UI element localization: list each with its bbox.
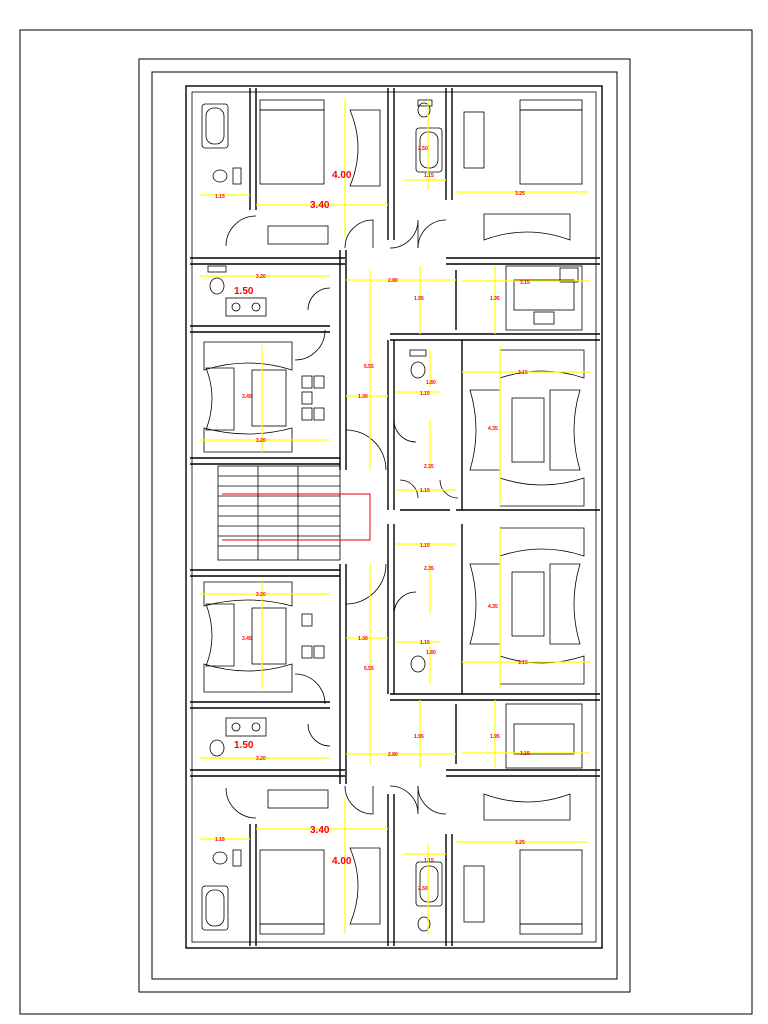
dim-corridor-width: 2.80 — [388, 278, 398, 284]
dim-bath-right-a: 2.50 — [418, 146, 428, 152]
dim-wc-height: 1.50 — [234, 286, 254, 297]
dim-wc2-height: 1.15 — [420, 391, 430, 397]
dim-lobby-height: 2.35 — [424, 464, 434, 470]
dim-bed-left-height: 4.00 — [332, 170, 352, 181]
dim-kitchen-width: 3.15 — [520, 280, 530, 286]
dim-lobby-height-b: 2.35 — [424, 566, 434, 572]
dim-wc-height-b: 1.50 — [234, 740, 254, 751]
dim-stair-h2-b: 1.95 — [490, 734, 500, 740]
dim-wc-width: 3.20 — [256, 274, 266, 280]
dim-bed-left-width: 3.40 — [310, 200, 330, 211]
dimension-lines — [200, 100, 590, 934]
dimension-labels-top: 4.00 3.40 1.15 2.50 1.15 3.25 3.20 1.50 … — [215, 146, 530, 494]
dim-bed-left-height-b: 4.00 — [332, 856, 352, 867]
dim-kitchen-width-b: 3.15 — [520, 751, 530, 757]
dim-bath-right-b: 1.15 — [424, 173, 434, 179]
dim-living-right-height-b: 4.35 — [488, 604, 498, 610]
dim-corridor-small: 1.30 — [358, 394, 368, 400]
dim-wc-width-b: 3.20 — [256, 756, 266, 762]
dim-wc2-height-b: 1.15 — [420, 640, 430, 646]
dim-wc2-width: 1.80 — [426, 380, 436, 386]
dim-lobby-width: 1.15 — [420, 488, 430, 494]
dim-stair-h1-b: 1.95 — [414, 734, 424, 740]
dim-lobby-width-b: 1.15 — [420, 543, 430, 549]
dim-bath-right-b-b: 1.15 — [424, 858, 434, 864]
dim-stair-h2: 1.95 — [490, 296, 500, 302]
dim-living-right-width: 3.15 — [518, 370, 528, 376]
dim-bath-left-width: 1.15 — [215, 194, 225, 200]
bottom-apartments — [190, 524, 600, 946]
dim-bed-right-width-b: 3.25 — [515, 840, 525, 846]
dim-living-right-width-b: 3.15 — [518, 660, 528, 666]
dim-corridor-width-b: 2.80 — [388, 752, 398, 758]
dim-living-left-width-b: 3.20 — [256, 592, 266, 598]
dim-corridor-small-b: 1.30 — [358, 636, 368, 642]
sheet-border-outer — [19, 29, 753, 1015]
dim-bath-left-width-b: 1.15 — [215, 837, 225, 843]
dim-living-right-height: 4.35 — [488, 426, 498, 432]
dim-living-left-height-b: 3.45 — [242, 636, 252, 642]
staircase — [217, 465, 371, 561]
sheet-border-mid — [138, 58, 631, 993]
dimension-labels-bottom: 1.15 2.35 3.20 4.35 3.45 1.30 1.15 1.80 … — [215, 543, 530, 892]
sheet-border-inner — [151, 71, 618, 980]
dim-living-left-height: 3.45 — [242, 394, 252, 400]
dim-stair-h1: 1.95 — [414, 296, 424, 302]
dim-corridor-length: 5.55 — [364, 364, 374, 370]
dim-wc2-width-b: 1.80 — [426, 650, 436, 656]
dim-bed-right-width: 3.25 — [515, 191, 525, 197]
dim-living-left-width: 3.20 — [256, 438, 266, 444]
dim-bath-right-a-b: 2.50 — [418, 886, 428, 892]
dim-bed-left-width-b: 3.40 — [310, 825, 330, 836]
top-apartments — [190, 88, 600, 511]
dim-corridor-length-b: 5.55 — [364, 666, 374, 672]
